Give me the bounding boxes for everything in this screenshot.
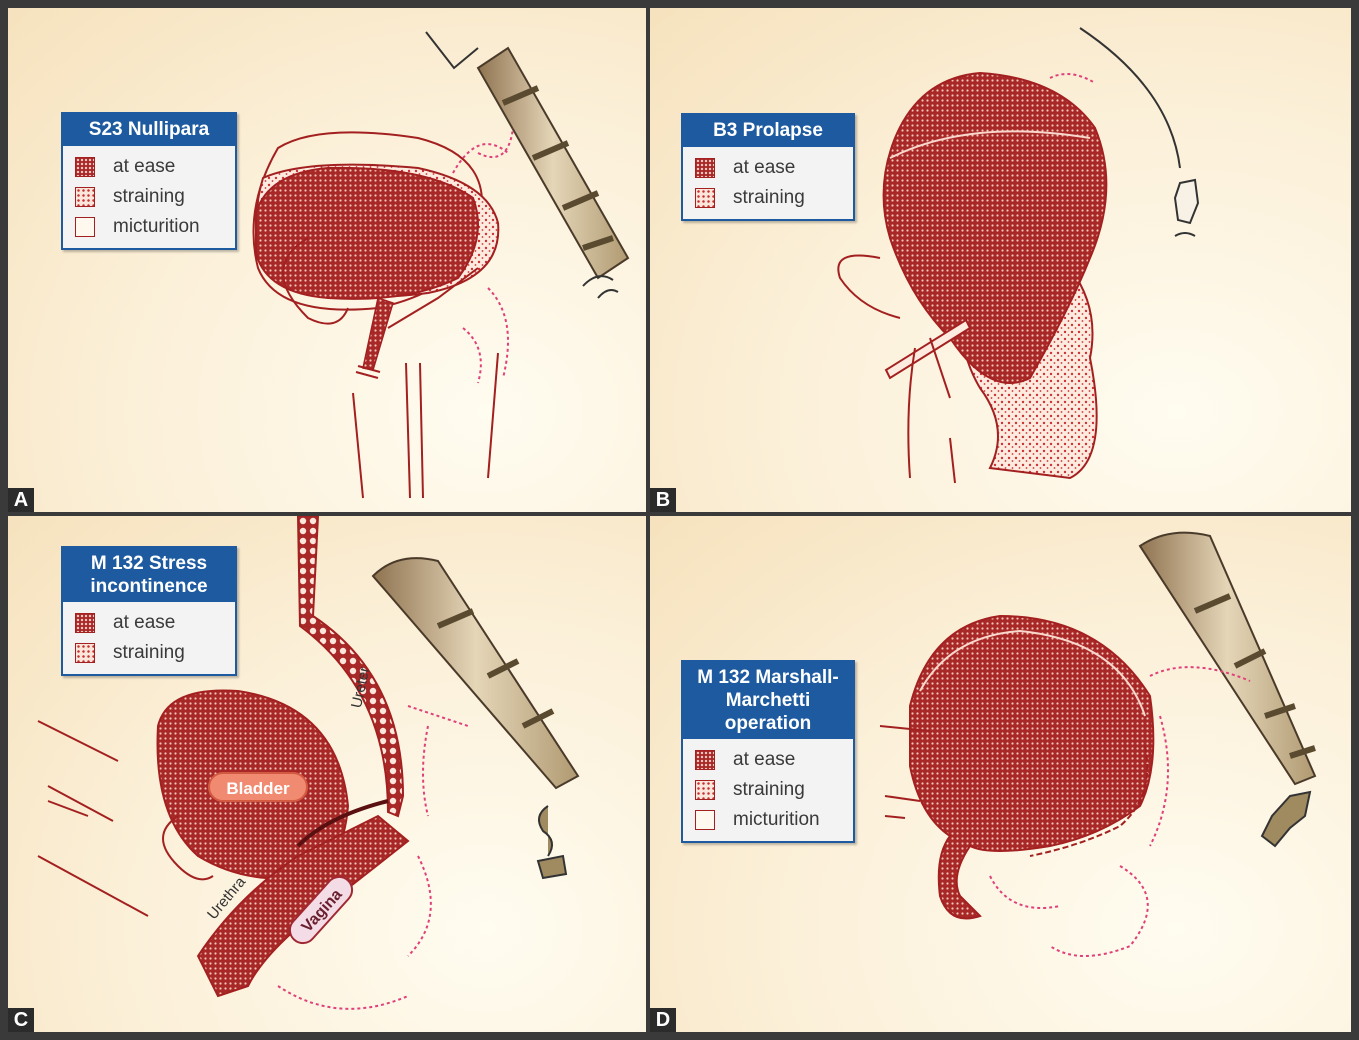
- panel-a-illustration: [8, 8, 646, 512]
- straining-swatch: [695, 188, 715, 208]
- panel-letter: C: [8, 1008, 34, 1032]
- spine-bones: [1140, 533, 1315, 846]
- legend-item-at-ease: at ease: [695, 745, 843, 775]
- legend-item-straining: straining: [75, 638, 225, 668]
- legend-item-straining: straining: [75, 182, 225, 212]
- panel-letter: A: [8, 488, 34, 512]
- legend-label: micturition: [113, 216, 200, 238]
- legend-a: S23 Nullipara at ease straining micturit…: [61, 112, 237, 250]
- legend-label: at ease: [113, 156, 175, 178]
- legend-item-at-ease: at ease: [75, 608, 225, 638]
- spine-bones: [1175, 180, 1198, 236]
- panel-b: B3 Prolapse at ease straining B: [650, 8, 1351, 512]
- legend-b: B3 Prolapse at ease straining: [681, 113, 855, 221]
- panel-d: M 132 Marshall-Marchetti operation at ea…: [650, 516, 1351, 1032]
- legend-label: straining: [733, 779, 805, 801]
- legend-item-micturition: micturition: [75, 212, 225, 242]
- micturition-swatch: [695, 810, 715, 830]
- legend-title: M 132 Stress incontinence: [63, 548, 235, 602]
- at-ease-swatch: [75, 613, 95, 633]
- panel-c: M 132 Stress incontinence at ease strain…: [8, 516, 646, 1032]
- spine-bones: [478, 48, 628, 298]
- panel-letter: B: [650, 488, 676, 512]
- panel-a: S23 Nullipara at ease straining micturit…: [8, 8, 646, 512]
- legend-label: at ease: [113, 612, 175, 634]
- panel-letter: D: [650, 1008, 676, 1032]
- legend-label: straining: [113, 186, 185, 208]
- legend-item-micturition: micturition: [695, 805, 843, 835]
- bladder-at-ease: [256, 168, 478, 299]
- legend-title: S23 Nullipara: [63, 114, 235, 146]
- legend-label: at ease: [733, 749, 795, 771]
- straining-swatch: [75, 643, 95, 663]
- legend-item-straining: straining: [695, 775, 843, 805]
- symphysis-outline: [426, 32, 478, 68]
- legend-c: M 132 Stress incontinence at ease strain…: [61, 546, 237, 676]
- at-ease-swatch: [695, 158, 715, 178]
- legend-label: micturition: [733, 809, 820, 831]
- legend-item-straining: straining: [695, 183, 843, 213]
- at-ease-swatch: [695, 750, 715, 770]
- straining-swatch: [695, 780, 715, 800]
- spine-bones: [373, 558, 578, 878]
- legend-label: straining: [113, 642, 185, 664]
- bladder-label: Bladder: [208, 772, 308, 802]
- legend-item-at-ease: at ease: [695, 153, 843, 183]
- straining-swatch: [75, 187, 95, 207]
- legend-label: straining: [733, 187, 805, 209]
- legend-title: B3 Prolapse: [683, 115, 853, 147]
- bladder-at-ease: [910, 616, 1153, 919]
- panel-b-illustration: [650, 8, 1351, 512]
- legend-item-at-ease: at ease: [75, 152, 225, 182]
- legend-label: at ease: [733, 157, 795, 179]
- at-ease-swatch: [75, 157, 95, 177]
- legend-d: M 132 Marshall-Marchetti operation at ea…: [681, 660, 855, 843]
- legend-title: M 132 Marshall-Marchetti operation: [683, 662, 853, 739]
- micturition-swatch: [75, 217, 95, 237]
